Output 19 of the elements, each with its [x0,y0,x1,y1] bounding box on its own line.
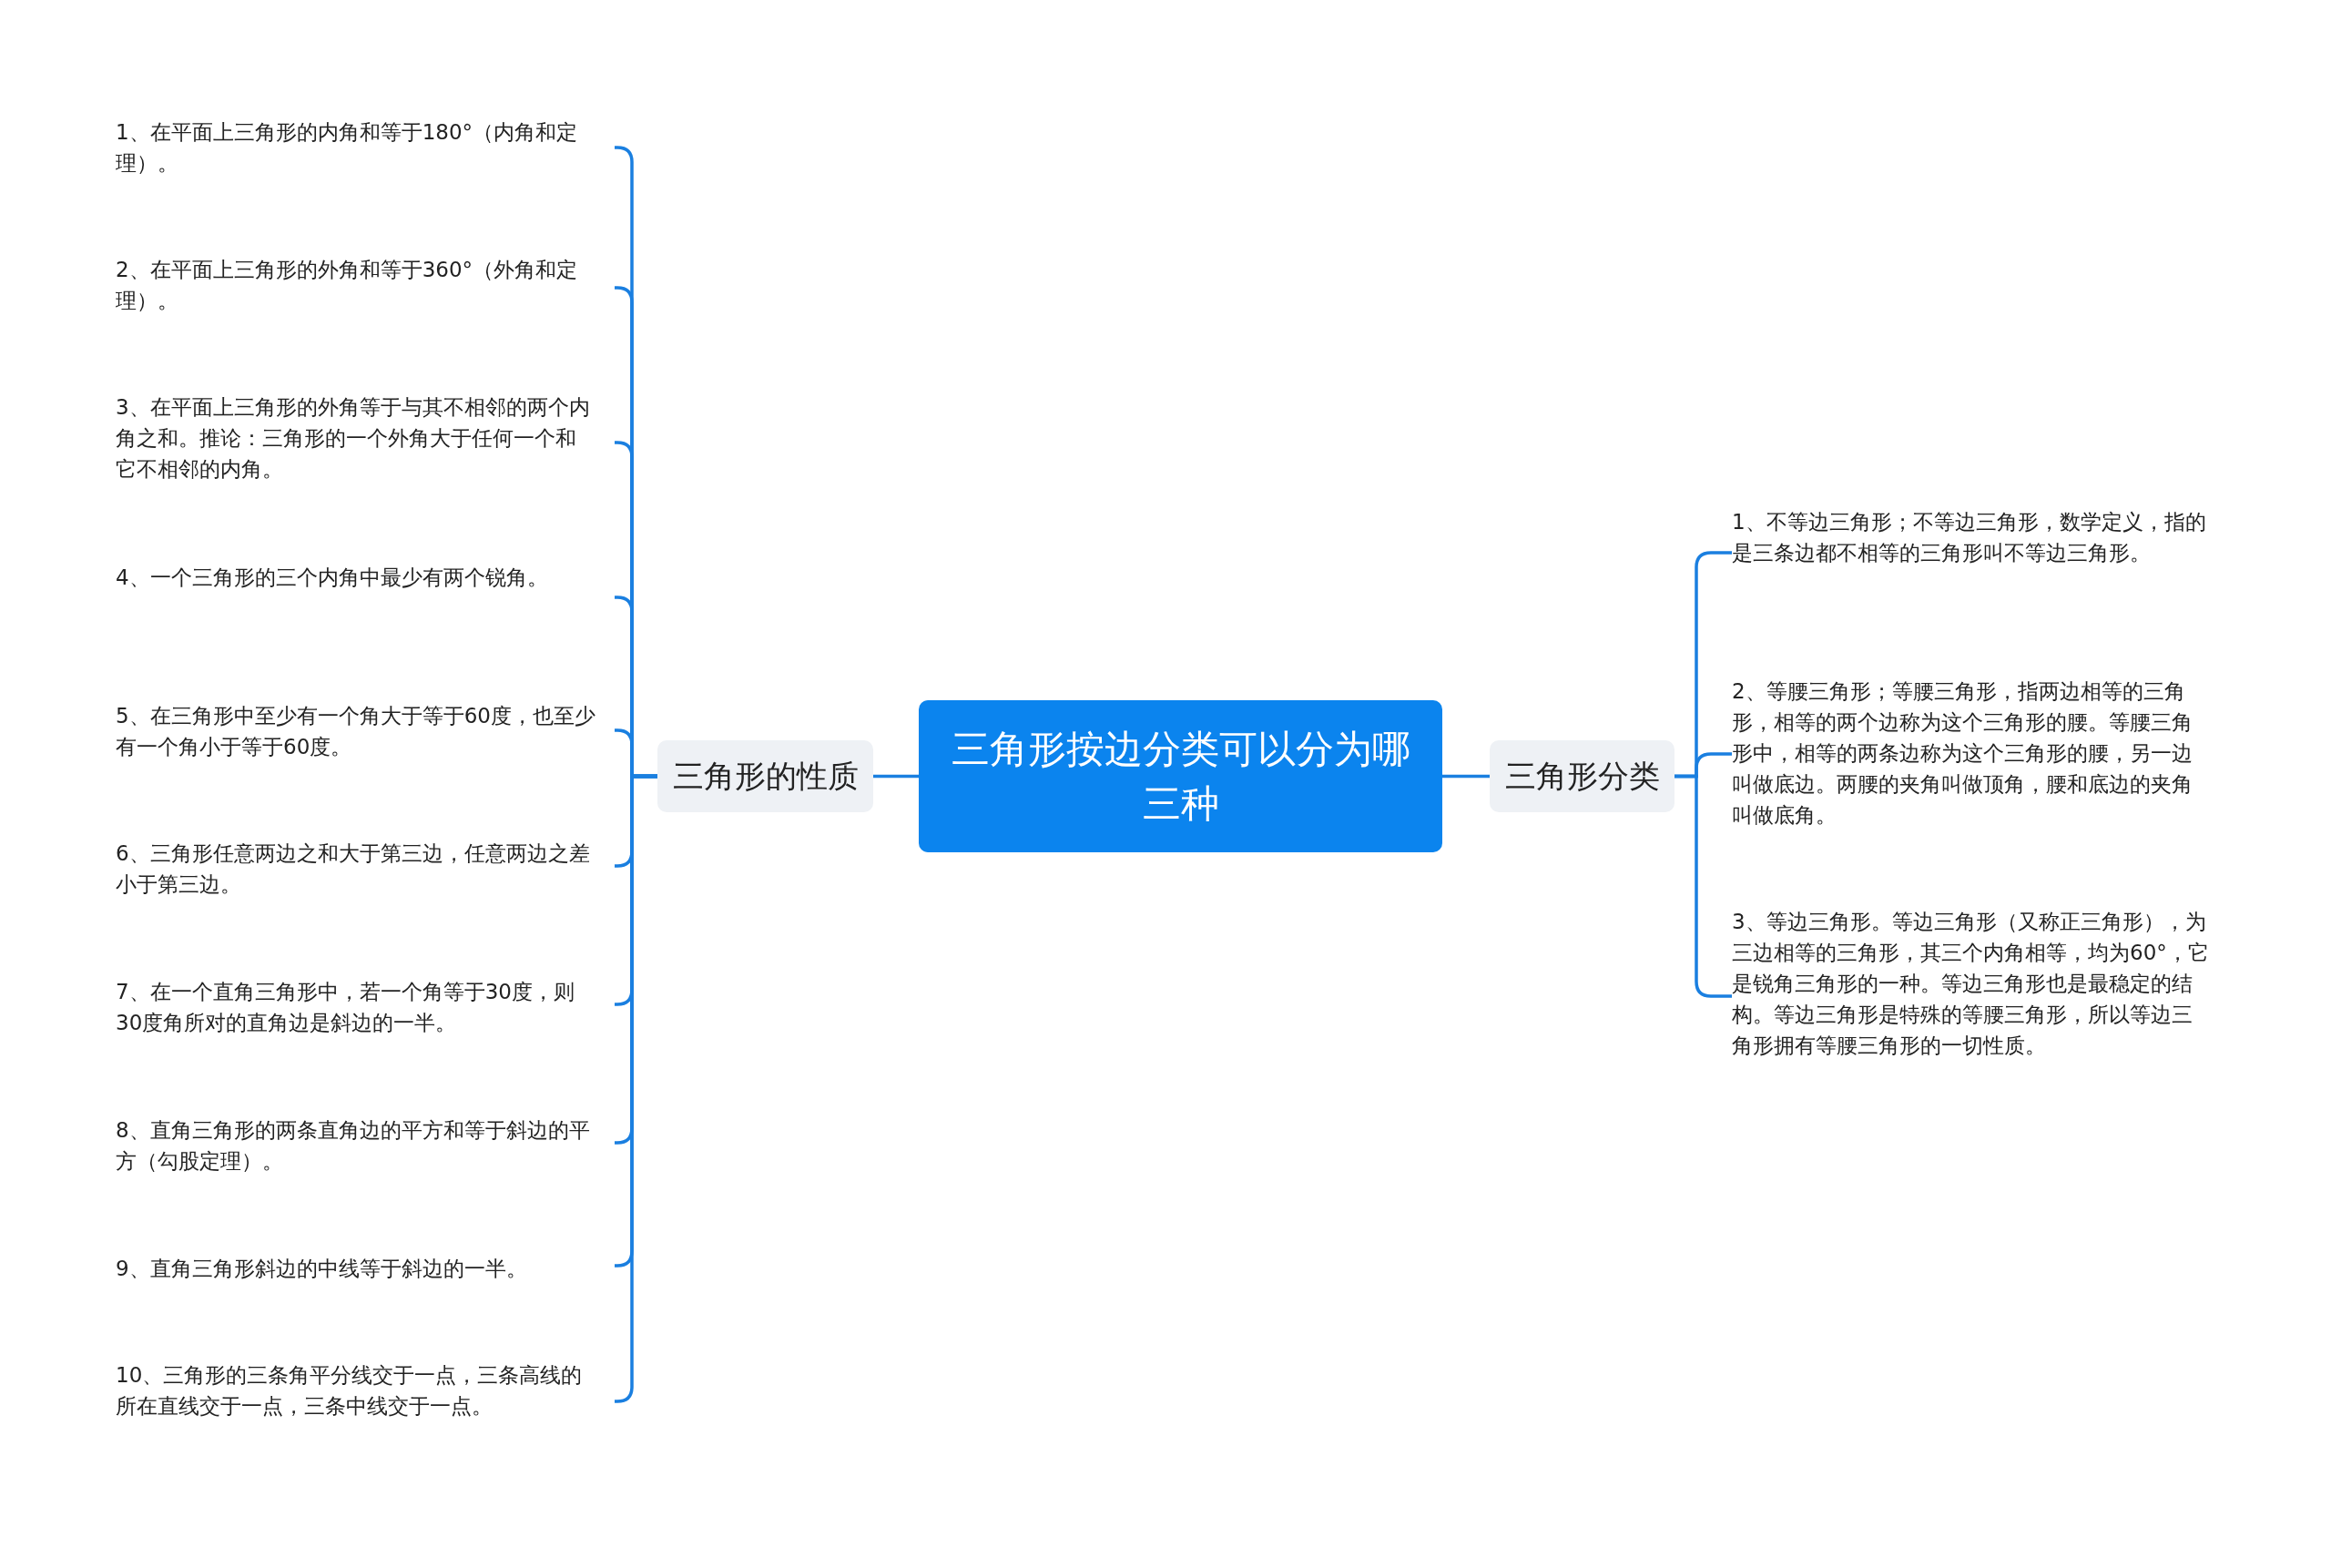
note-text: 5、在三角形中至少有一个角大于等于60度，也至少有一个角小于等于60度。 [116,700,596,762]
note-text: 2、等腰三角形；等腰三角形，指两边相等的三角形，相等的两个边称为这个三角形的腰。等腰三角形中，相等的两条边称为这个三角形的腰，另一边叫做底边。两腰的夹角叫做顶角，腰和底边的夹角叫做底角。 [1732,676,2213,830]
note-text: 1、在平面上三角形的内角和等于180°（内角和定理）。 [116,117,596,178]
note-text: 10、三角形的三条角平分线交于一点，三条高线的所在直线交于一点，三条中线交于一点。 [116,1359,596,1421]
note-text: 3、在平面上三角形的外角等于与其不相邻的两个内角之和。推论：三角形的一个外角大于任何一个和它不相邻的内角。 [116,392,596,484]
note-text: 1、不等边三角形；不等边三角形，数学定义，指的是三条边都不相等的三角形叫不等边三角形。 [1732,506,2213,568]
connector-line [873,774,919,779]
branch-box: 三角形的性质 [657,740,873,812]
note-text: 6、三角形任意两边之和大于第三边，任意两边之差小于第三边。 [116,838,596,900]
note-text: 2、在平面上三角形的外角和等于360°（外角和定理）。 [116,254,596,316]
note-text: 3、等边三角形。等边三角形（又称正三角形），为三边相等的三角形，其三个内角相等，均为60°，它是锐角三角形的一种。等边三角形也是最稳定的结构。等边三角形是特殊的等腰三角形，所以等边三角形拥有等腰三角形的一切性质。 [1732,906,2213,1061]
connector-line [1442,774,1490,779]
branch-box: 三角形分类 [1490,740,1674,812]
note-text: 8、直角三角形的两条直角边的平方和等于斜边的平方（勾股定理）。 [116,1115,596,1176]
note-text: 4、一个三角形的三个内角中最少有两个锐角。 [116,562,548,593]
note-text: 7、在一个直角三角形中，若一个角等于30度，则30度角所对的直角边是斜边的一半。 [116,976,596,1038]
connector-line [1674,774,1732,998]
note-text: 9、直角三角形斜边的中线等于斜边的一半。 [116,1253,527,1284]
topic-box: 三角形按边分类可以分为哪三种 [919,700,1442,852]
